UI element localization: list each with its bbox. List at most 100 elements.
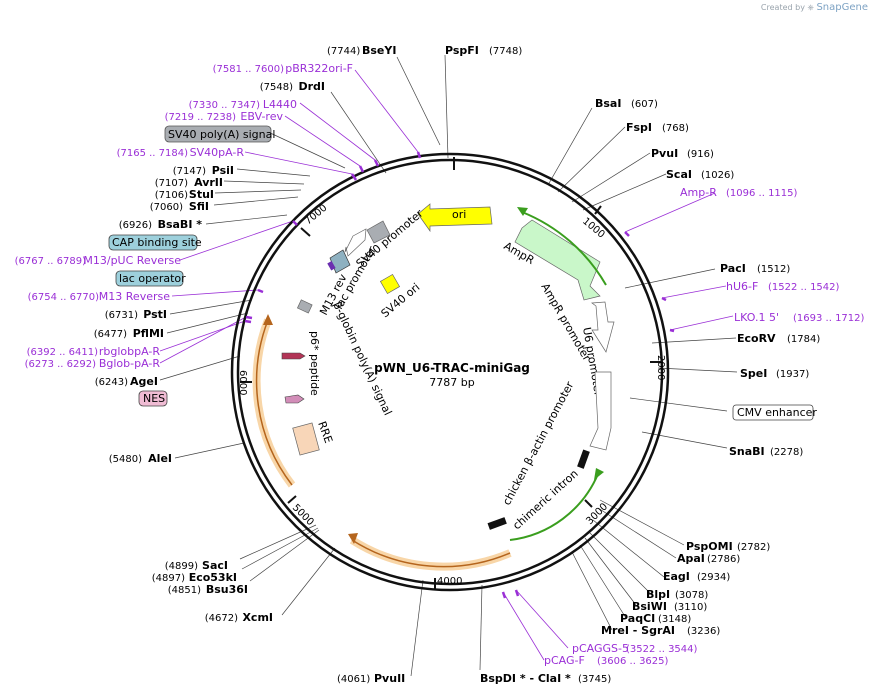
- orf-left-track: [255, 319, 293, 486]
- primer-m13-puc-reverse: M13/pUC Reverse: [83, 254, 181, 267]
- site-bsiwi: BsiWI: [632, 600, 667, 613]
- pos-pspomi: (2782): [737, 542, 770, 553]
- tick-4000: 4000: [437, 576, 462, 587]
- pos-amp-r: (1096 .. 1115): [726, 188, 798, 199]
- tick-6000: 6000: [237, 370, 248, 395]
- site-scai: ScaI: [666, 168, 692, 181]
- pos-bsai: (607): [631, 99, 658, 110]
- site-paci: PacI: [720, 262, 746, 275]
- chimeric-intron-track: [509, 473, 599, 541]
- site-agei: AgeI: [130, 375, 158, 388]
- site-bsai: BsaI: [595, 97, 621, 110]
- site-pflmi: PflMI: [133, 327, 164, 340]
- site-ecorv: EcoRV: [737, 332, 776, 345]
- tick-1000: 1000: [580, 216, 607, 241]
- site-avrii: AvrII: [194, 176, 223, 189]
- sv40-polya-tag: [164, 125, 272, 143]
- sv40-polya-box: [366, 220, 391, 244]
- pos-eco53ki: (4897): [152, 573, 185, 584]
- site-psti: PstI: [143, 308, 167, 321]
- pos-bsu36i: (4851): [168, 585, 201, 596]
- pos-pvui-top: (916): [687, 149, 714, 160]
- pos-bseyi: (7744): [327, 46, 360, 57]
- pos-bglob-pa-r: (6273 .. 6292): [25, 359, 97, 370]
- pos-m13-puc-reverse: (6767 .. 6789): [15, 256, 87, 267]
- orf-bottom-track: [351, 539, 511, 568]
- label-p6-peptide: p6* peptide: [308, 331, 321, 396]
- pos-bspdi-clai: (3745): [578, 674, 611, 685]
- site-drdi: DrdI: [298, 80, 325, 93]
- lac-operator-tag: [115, 270, 184, 287]
- pos-psii: (7147): [173, 166, 206, 177]
- site-mrei-sgrai: MreI - SgrAI: [601, 624, 675, 637]
- primer-hu6-f: hU6-F: [726, 280, 758, 293]
- site-apai: ApaI: [677, 552, 705, 565]
- pos-lko1-5: (1693 .. 1712): [793, 313, 865, 324]
- primer-bglob-pa-r: Bglob-pA-R: [99, 357, 161, 370]
- credit-brand: SnapGene: [816, 2, 868, 13]
- sv40-promoter-arrow: [344, 228, 367, 257]
- label-sv40-polya: SV40 poly(A) signal: [168, 128, 275, 141]
- pos-ecorv: (1784): [787, 334, 820, 345]
- pos-pcaggs-5: (3522 .. 3544): [626, 644, 698, 655]
- pos-m13-reverse: (6754 .. 6770): [28, 292, 100, 303]
- pos-paqci: (3148): [658, 614, 691, 625]
- rre-feature: [292, 422, 320, 456]
- pos-hu6-f: (1522 .. 1542): [768, 282, 840, 293]
- primer-leaders: [159, 69, 734, 661]
- u6-promoter-arrow: [591, 301, 615, 353]
- label-ori: ori: [452, 208, 466, 221]
- sv40-ori-box: [379, 273, 401, 295]
- pos-apai: (2786): [707, 554, 740, 565]
- right-labels: BsaI (607) FspI (768) PvuI (916) ScaI (1…: [544, 97, 865, 667]
- tick-marks: [240, 157, 662, 590]
- marker-black-2: [487, 517, 507, 530]
- primer-amp-r: Amp-R: [680, 186, 717, 199]
- cmv-enhancer-tag: [732, 404, 814, 421]
- primer-ebv-rev: EBV-rev: [240, 110, 283, 123]
- pos-alei: (5480): [109, 454, 142, 465]
- site-pvuii: PvuII: [374, 672, 405, 685]
- primer-lko1-5: LKO.1 5': [734, 311, 779, 324]
- site-saci: SacI: [202, 559, 228, 572]
- ampr-orf-arrowhead: [517, 207, 528, 216]
- orf-bottom-arrowhead: [348, 533, 358, 544]
- credit-prefix: Created by: [760, 3, 805, 12]
- site-bsu36i: Bsu36I: [206, 583, 248, 596]
- lac-operator-box: [329, 249, 351, 274]
- orf-left-arrowhead: [263, 314, 273, 325]
- site-bseyi: BseYI: [362, 44, 396, 57]
- pos-pspfi: (7748): [489, 46, 522, 57]
- pos-stui: (7106): [155, 190, 188, 201]
- label-cap-binding-site: CAP binding site: [112, 236, 202, 249]
- site-psii: PsiI: [212, 164, 234, 177]
- site-eagi: EagI: [663, 570, 690, 583]
- label-rre: RRE: [315, 420, 335, 445]
- site-pspomi: PspOMI: [686, 540, 733, 553]
- pos-rbglobpa-r: (6392 .. 6411): [27, 347, 99, 358]
- label-lac-operator: lac operator: [119, 272, 186, 285]
- pos-bsabi: (6926): [119, 220, 152, 231]
- cmv-enhancer-box: [589, 371, 612, 451]
- chimeric-intron-arrowhead: [594, 468, 604, 480]
- pos-mrei-sgrai: (3236): [687, 626, 720, 637]
- ampr-arrow: [514, 219, 601, 301]
- pos-avrii: (7107): [155, 178, 188, 189]
- nes-tag: [138, 390, 168, 407]
- site-bspdi-clai: BspDI * - ClaI *: [480, 672, 571, 685]
- primer-pbr322ori-f: pBR322ori-F: [285, 62, 353, 75]
- primer-marks: [244, 151, 675, 599]
- credit: Created by ⎈ SnapGene: [761, 2, 868, 13]
- nes-feature: [281, 352, 306, 360]
- ampr-orf-track: [521, 211, 607, 286]
- primer-m13-reverse: M13 Reverse: [99, 290, 170, 303]
- site-pvui-top: PvuI: [651, 147, 678, 160]
- pos-eagi: (2934): [697, 572, 730, 583]
- site-fspi: FspI: [626, 121, 652, 134]
- cap-binding-site-tag: [108, 234, 198, 251]
- pos-ebv-rev: (7219 .. 7238): [165, 112, 237, 123]
- pos-snabi: (2278): [770, 447, 803, 458]
- site-snabi: SnaBI: [729, 445, 765, 458]
- pos-saci: (4899): [165, 561, 198, 572]
